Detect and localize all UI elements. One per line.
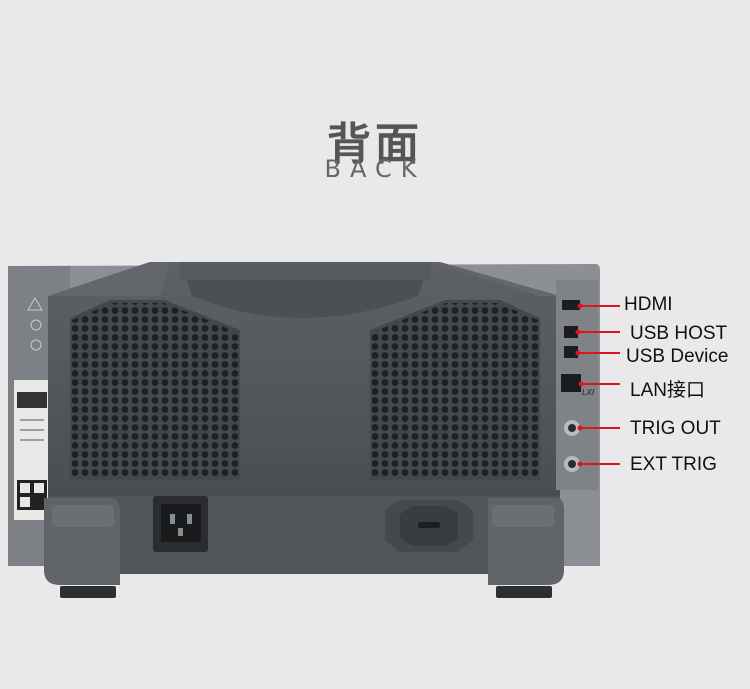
callout-hdmi: HDMI xyxy=(624,294,673,315)
rating-label xyxy=(14,380,50,520)
callout-ext-trig: EXT TRIG xyxy=(630,454,717,475)
warning-icons xyxy=(27,297,43,351)
callout-trig-out: TRIG OUT xyxy=(630,418,721,439)
security-slot xyxy=(385,500,473,552)
power-inlet xyxy=(153,496,208,552)
lan-port xyxy=(561,374,581,392)
title-english: BACK xyxy=(324,155,426,183)
usb-device-port xyxy=(564,346,578,358)
hdmi-port xyxy=(562,300,580,310)
callout-dots xyxy=(575,303,584,467)
usb-host-port xyxy=(564,326,578,338)
left-vent-grille xyxy=(70,300,240,480)
callout-usb-host: USB HOST xyxy=(630,323,728,344)
svg-text:LXI: LXI xyxy=(582,388,595,397)
chassis-lower xyxy=(48,496,560,574)
foot-left xyxy=(44,498,120,598)
foot-right xyxy=(488,498,564,598)
title-chinese: 背面 xyxy=(327,119,423,170)
callout-lan: LAN接口 xyxy=(630,380,705,401)
callout-usb-device: USB Device xyxy=(626,346,729,367)
right-vent-grille xyxy=(370,300,540,480)
callout-lines xyxy=(578,305,620,465)
